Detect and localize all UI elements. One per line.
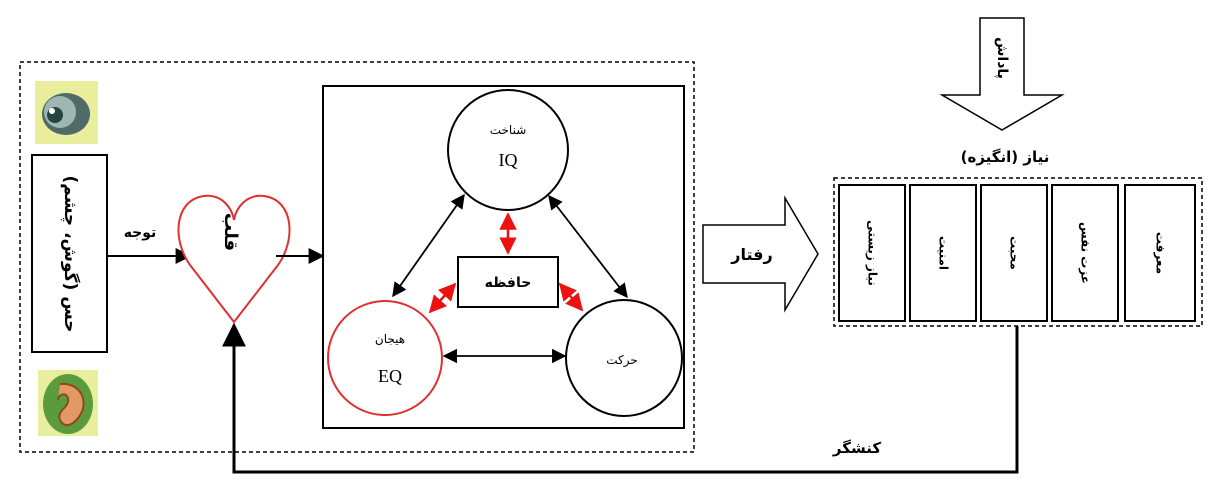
memory-movement-arrow [558,282,584,312]
memory-label: حافظه [485,275,532,291]
behavior-label: رفتار [730,245,772,264]
heart-shape [177,194,291,324]
need-label: محبت [1008,236,1022,270]
need-motivation-label: نیاز (انگیزه) [961,148,1050,166]
need-box: نیاز زیستی [838,184,906,322]
heart-label: قلب [220,213,241,251]
senses-label: حس (گوش، چشم) [60,175,81,332]
iq-label: IQ [499,150,518,170]
feedback-loop-arrow [222,322,1019,474]
emotion-circle [327,300,443,416]
cognition-circle [447,89,569,211]
need-label: عزت نفس [1079,222,1093,284]
cognition-label: شناخت [490,123,527,137]
attention-label: توجه [124,225,157,241]
reward-arrow [939,17,1065,131]
cognition-movement-arrow [548,194,628,299]
behavior-arrow [702,195,819,313]
need-box: معرفت [1124,184,1196,322]
cognition-emotion-arrow [392,193,465,298]
need-label: نیاز زیستی [866,220,880,286]
senses-box [31,154,108,353]
eq-label: EQ [378,366,402,386]
need-label: معرفت [1154,232,1168,274]
system-boundary [19,61,695,453]
movement-label: حرکت [606,353,638,368]
need-box: محبت [980,184,1048,322]
reward-label: پاداش [994,37,1010,79]
eye-icon [35,81,98,144]
need-box: امنیت [909,184,977,322]
memory-emotion-arrow [428,282,457,314]
memory-box [457,256,559,308]
emotion-label: هیجان [375,332,405,346]
actor-label: کنشگر [832,439,881,457]
ear-icon [38,370,98,436]
need-box: عزت نفس [1051,184,1119,322]
need-label: امنیت [937,236,951,270]
